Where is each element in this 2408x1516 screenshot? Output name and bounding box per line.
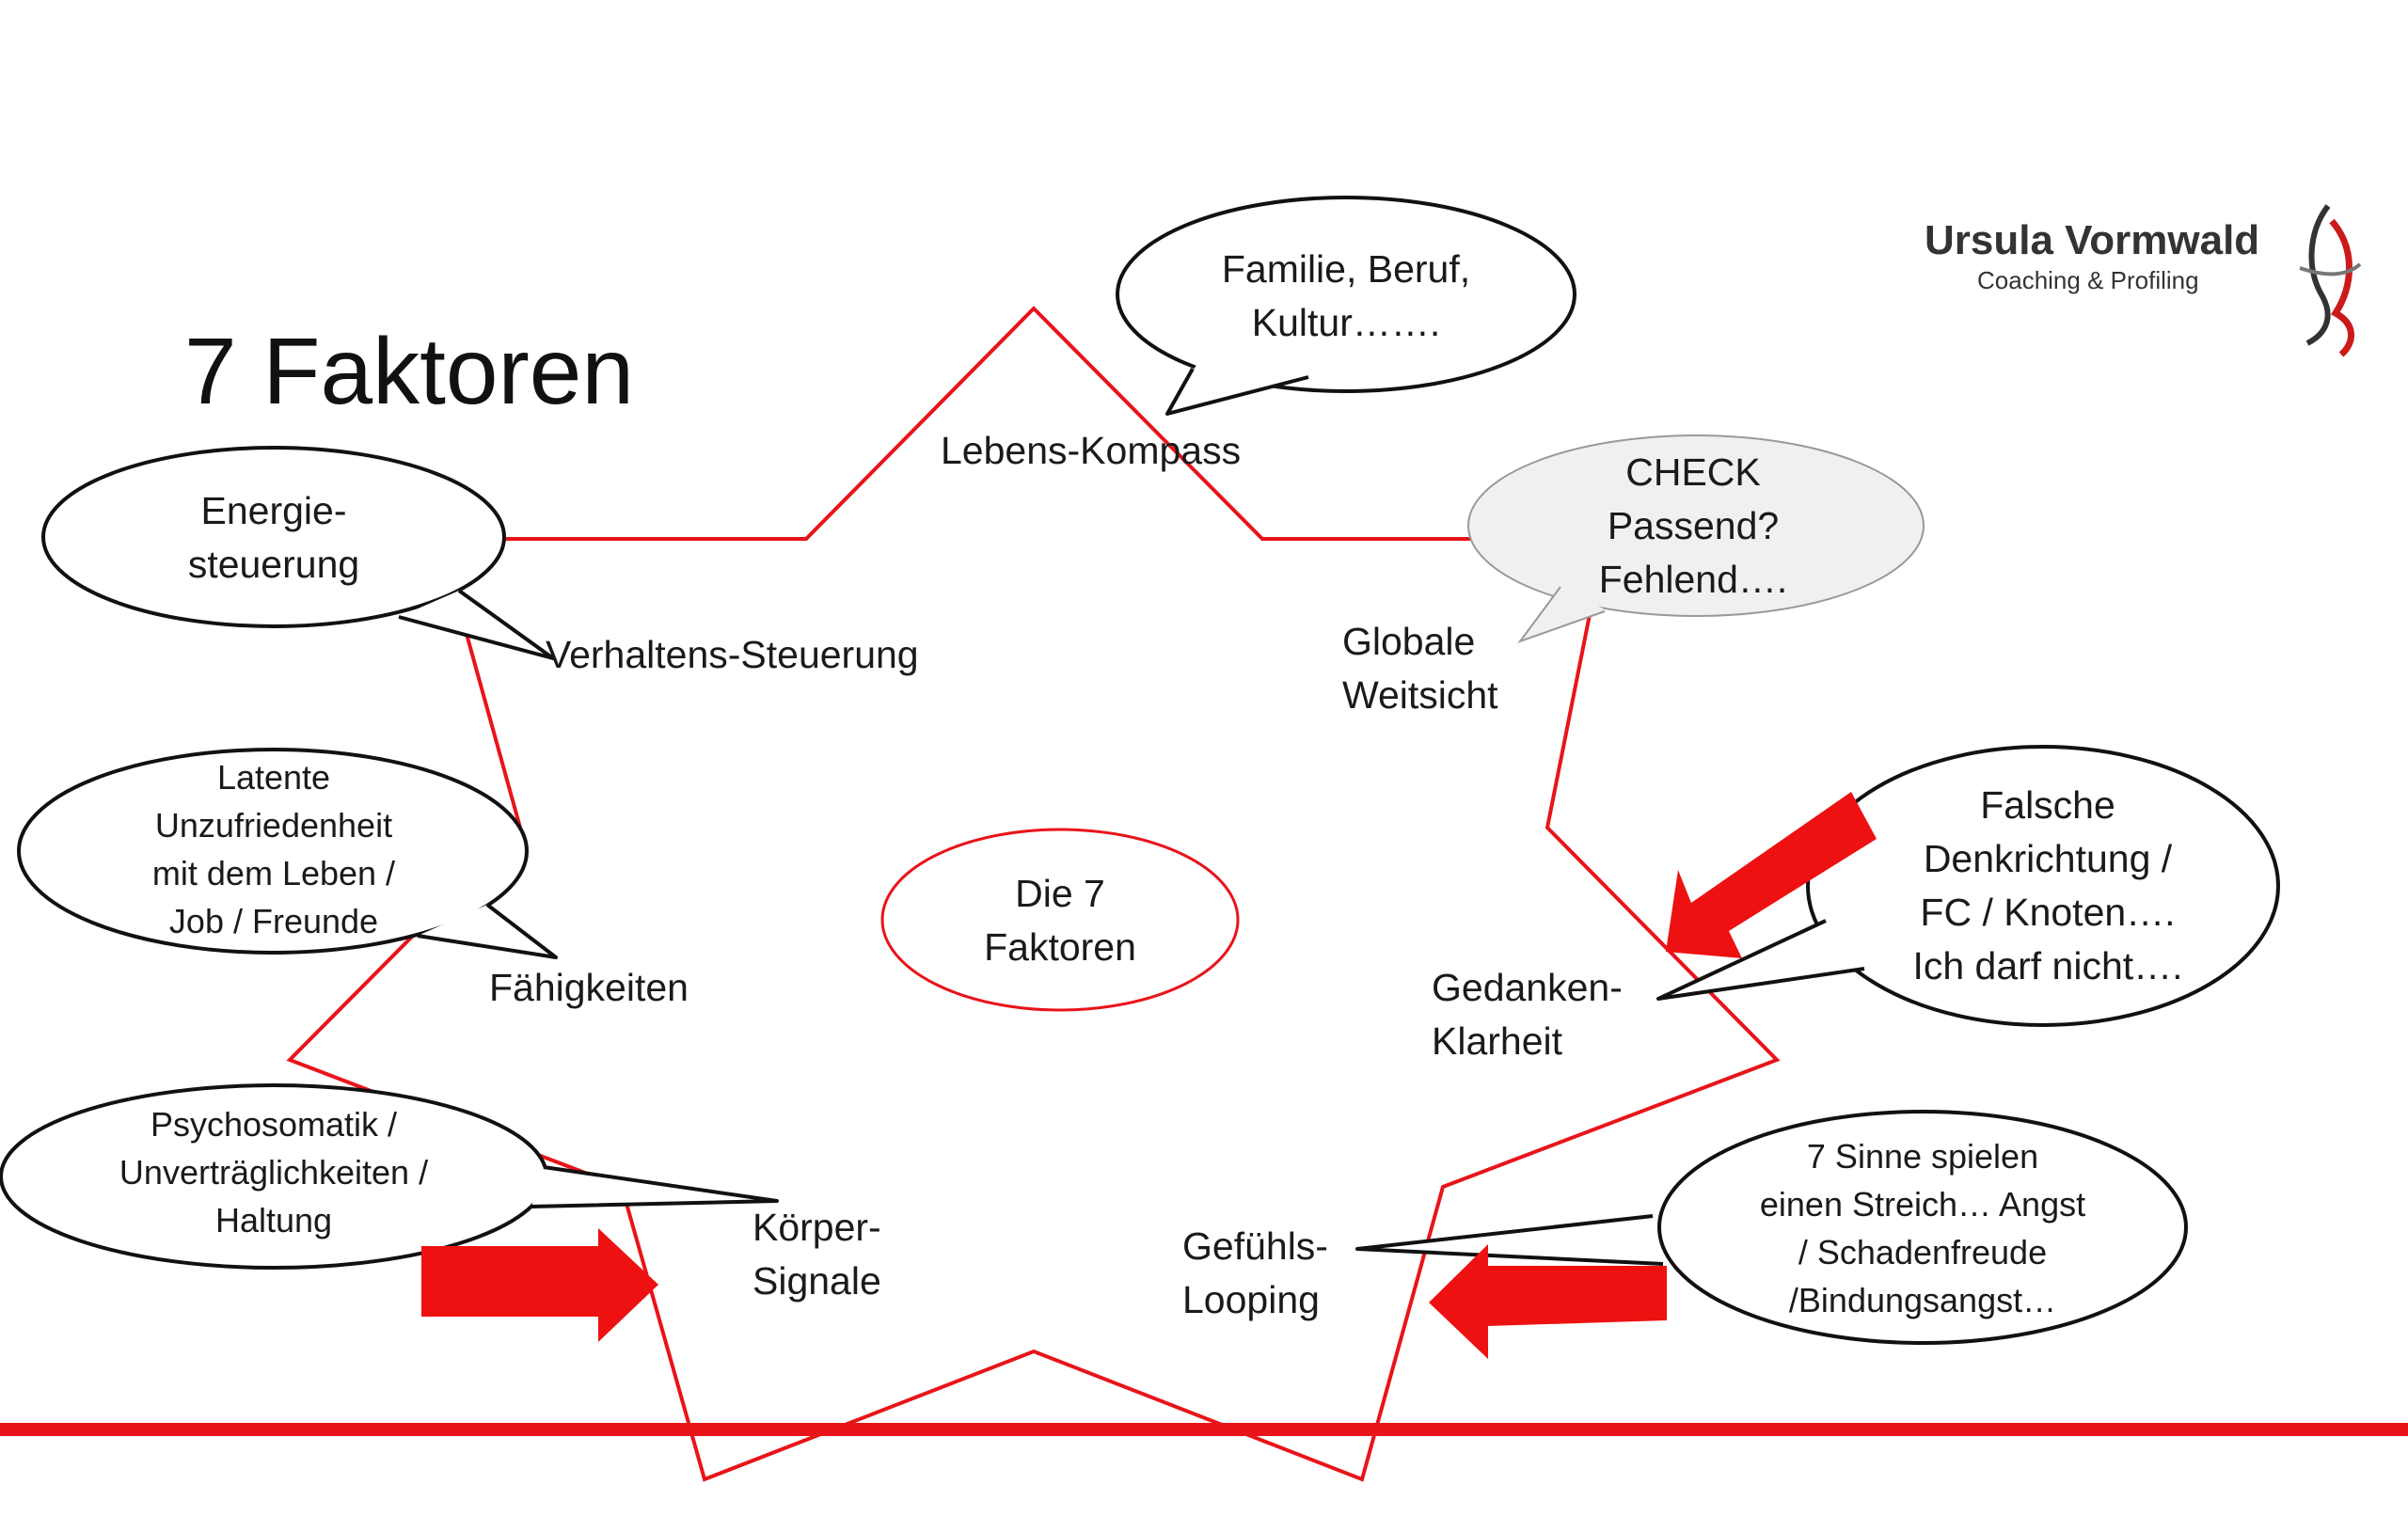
bubble-falsche-line-4: Ich darf nicht…. [1912, 944, 2183, 987]
bubble-check-line-1: CHECK [1625, 450, 1761, 494]
bubble-sinne-line-1: 7 Sinne spielen [1806, 1137, 2039, 1176]
bubble-latente-tail-fill [418, 905, 556, 957]
bottom-red-line [0, 1423, 2408, 1436]
bubble-sinne-text: 7 Sinne spielen einen Streich… Angst / S… [1720, 1132, 2125, 1324]
bubble-psycho-tail [531, 1165, 779, 1208]
factor-globale-line-1: Globale [1342, 620, 1476, 663]
bubble-latente-tail [417, 903, 558, 959]
bubble-familie-body [1116, 196, 1576, 393]
arrow-koerper [421, 1228, 658, 1342]
bubble-falsche-text: Falsche Denkrichtung / FC / Knoten…. Ich… [1855, 779, 2241, 993]
factor-koerper-line-2: Signale [752, 1259, 881, 1303]
bubble-falsche-line-2: Denkrichtung / [1923, 837, 2173, 880]
factor-gedanken-line-1: Gedanken- [1432, 966, 1623, 1009]
arrow-gedanken [1666, 792, 1877, 958]
bubble-check-line-2: Passend? [1607, 504, 1780, 547]
page-title: 7 Faktoren [184, 319, 635, 424]
bubble-familie-line-1: Familie, Beruf, [1221, 247, 1471, 291]
factor-faehigkeiten: Fähigkeiten [489, 966, 689, 1009]
factor-globale-line-2: Weitsicht [1342, 673, 1498, 717]
factor-globale-weitsicht: Globale Weitsicht [1342, 615, 1498, 722]
bubble-check-text: CHECK Passend? Fehlend…. [1505, 446, 1881, 607]
center-label: Die 7 Faktoren [966, 867, 1154, 974]
bubble-familie-tail-fill [1167, 365, 1311, 414]
bubble-falsche-tail-fill [1658, 921, 1864, 999]
arrow-gefuehls [1429, 1244, 1667, 1359]
factor-verhaltens-steuerung: Verhaltens-Steuerung [546, 633, 919, 676]
factor-koerper-line-1: Körper- [752, 1206, 881, 1249]
bubble-familie-tail [1165, 368, 1309, 416]
bubble-psycho-text: Psychosomatik / Unverträglichkeiten / Ha… [67, 1100, 481, 1244]
bubble-sinne-line-2: einen Streich… Angst [1759, 1185, 2086, 1224]
bubble-latente-line-4: Job / Freunde [168, 902, 379, 940]
brand-subtitle: Coaching & Profiling [1977, 266, 2199, 294]
bubble-psycho-line-3: Haltung [214, 1201, 333, 1240]
factor-gedanken-klarheit: Gedanken- Klarheit [1432, 961, 1623, 1068]
factor-gedanken-line-2: Klarheit [1432, 1019, 1563, 1063]
factor-gefuehls-looping: Gefühls- Looping [1182, 1220, 1328, 1327]
bubble-energie-tail-fill [399, 591, 553, 658]
bubble-energie-body [41, 446, 506, 628]
bubble-familie-text: Familie, Beruf, Kultur……. [1158, 243, 1534, 350]
bubble-psycho-line-2: Unverträglichkeiten / [119, 1153, 429, 1192]
bubble-energie-line-2: steuerung [187, 543, 360, 586]
factor-gefuehls-line-1: Gefühls- [1182, 1224, 1328, 1268]
bubble-falsche-body [1806, 745, 2280, 1027]
bubble-check-tail-fill [1520, 587, 1607, 641]
bubble-psycho-tail-fill [531, 1167, 777, 1207]
bubble-psycho-line-1: Psychosomatik / [150, 1105, 398, 1144]
bubble-latente-line-2: Unzufriedenheit [154, 806, 393, 845]
bubble-sinne-tail [1355, 1214, 1664, 1266]
bubble-energie-text: Energie- steuerung [133, 484, 415, 592]
bubble-sinne-body [1657, 1110, 2188, 1345]
bubble-falsche-line-1: Falsche [1980, 783, 2115, 827]
bubble-familie-line-2: Kultur……. [1251, 301, 1441, 344]
bubble-latente-text: Latente Unzufriedenheit mit dem Leben / … [86, 753, 462, 945]
bubble-latente-line-1: Latente [216, 758, 331, 797]
factor-gefuehls-line-2: Looping [1182, 1278, 1320, 1321]
factor-koerper-signale: Körper- Signale [752, 1201, 881, 1308]
bubble-latente-body [17, 748, 529, 955]
brand-name: Ursula Vormwald [1925, 217, 2260, 263]
factor-lebens-kompass: Lebens-Kompass [941, 429, 1242, 472]
bubble-sinne-line-3: / Schadenfreude [1798, 1233, 2048, 1271]
bubble-falsche-tail [1656, 919, 1865, 1001]
bubble-sinne-line-4: /Bindungsangst… [1788, 1281, 2057, 1319]
bubble-check-line-3: Fehlend…. [1598, 558, 1788, 601]
bubble-falsche-line-3: FC / Knoten…. [1920, 891, 2176, 934]
bubble-check-tail [1517, 586, 1606, 644]
center-line-2: Faktoren [984, 925, 1136, 969]
bubble-latente-line-3: mit dem Leben / [151, 854, 396, 892]
bubble-energie-tail [398, 589, 555, 660]
center-ellipse [880, 828, 1240, 1012]
center-line-1: Die 7 [1015, 872, 1105, 915]
bubble-energie-line-1: Energie- [200, 489, 347, 532]
bubble-check-body [1467, 434, 1925, 617]
brand-logo-icon [2299, 204, 2362, 357]
